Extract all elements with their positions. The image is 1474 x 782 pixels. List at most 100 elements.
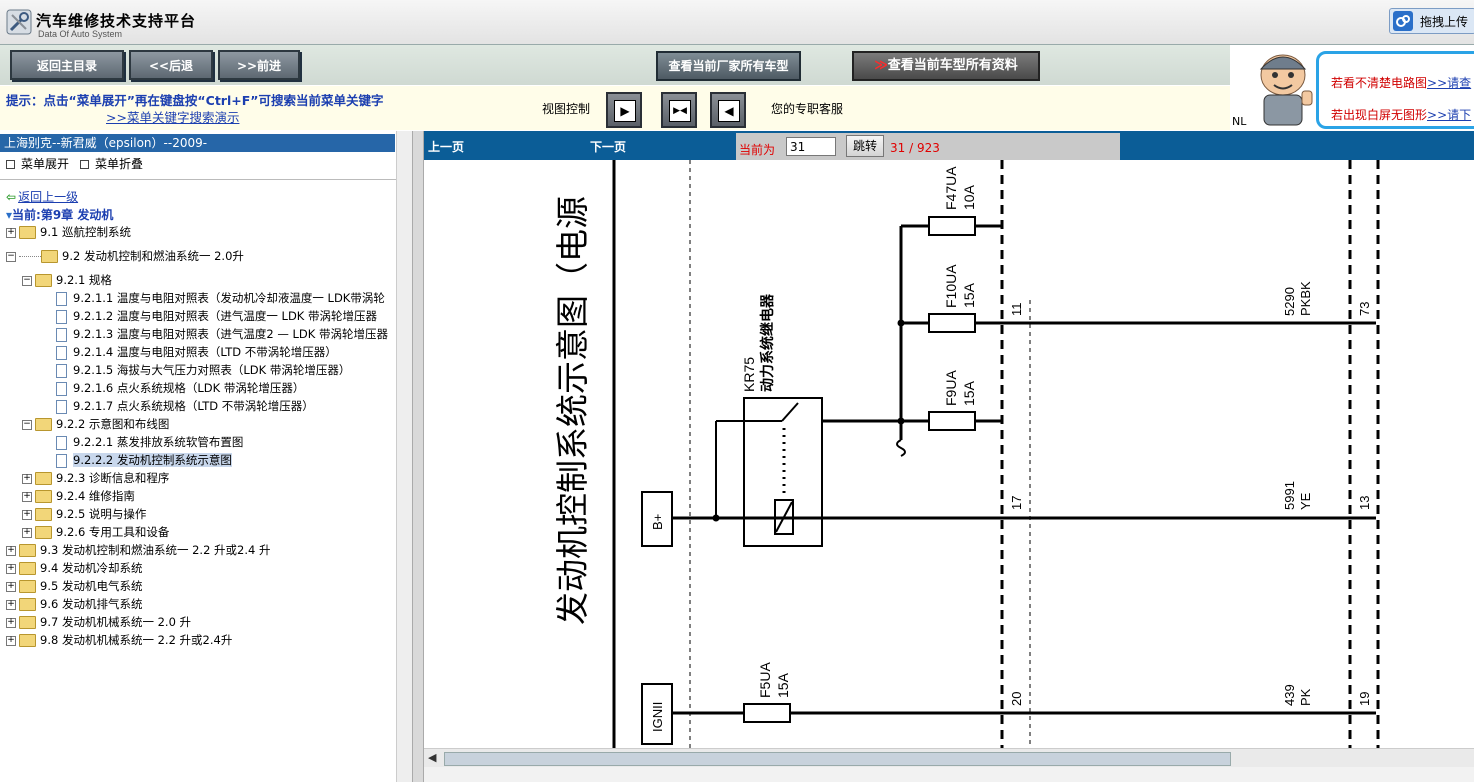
wiring-diagram: 发动机控制系统示意图（电源 F47UA 10A F10UA 15A 11 529… xyxy=(424,160,1474,748)
tree-item-label: 9.1 巡航控制系统 xyxy=(40,225,131,239)
diagram-horizontal-scrollbar[interactable]: ◀ xyxy=(424,748,1474,767)
tree-item[interactable]: 9.2.1.4 温度与电阻对照表（LTD 不带涡轮增压器） xyxy=(56,343,337,361)
fuse-f10ua-label: F10UA xyxy=(943,264,959,308)
tree-item[interactable]: 9.2.1.7 点火系统规格（LTD 不带涡轮增压器） xyxy=(56,397,314,415)
app-header: 汽车维修技术支持平台 Data Of Auto System 拖拽上传 xyxy=(0,0,1474,45)
tree-item-label: 9.2.1.6 点火系统规格（LDK 带涡轮增压器） xyxy=(73,381,305,395)
view-expand-right-button[interactable]: ▶ xyxy=(606,92,642,128)
tree-item[interactable]: +9.2.3 诊断信息和程序 xyxy=(22,469,169,487)
tree-item[interactable]: +9.3 发动机控制和燃油系统一 2.2 升或2.4 升 xyxy=(6,541,271,559)
prev-page-button[interactable]: 上一页 xyxy=(428,140,465,154)
vehicle-model-bar: 上海别克--新君威（epsilon）--2009- xyxy=(0,134,395,152)
tree-item-label: 9.2 发动机控制和燃油系统一 2.0升 xyxy=(62,249,244,263)
tree-item[interactable]: 9.2.1.3 温度与电阻对照表（进气温度2 — LDK 带涡轮增压器 xyxy=(56,325,388,343)
collapse-minus-icon: − xyxy=(22,418,32,430)
folder-open-icon xyxy=(35,274,52,287)
expand-plus-icon: + xyxy=(22,472,32,484)
unclear-diagram-link[interactable]: >>请查 xyxy=(1427,76,1472,90)
collapse-box-icon xyxy=(80,160,89,169)
fuse-f10ua-amp: 15A xyxy=(961,282,977,308)
wire-5991-color: YE xyxy=(1298,492,1313,510)
tree-item[interactable]: −9.2.1 规格 xyxy=(22,271,112,289)
tree-item[interactable]: − 9.2 发动机控制和燃油系统一 2.0升 xyxy=(6,247,244,265)
menu-scrollbar[interactable] xyxy=(396,131,413,782)
tree-item-label: 9.2.3 诊断信息和程序 xyxy=(56,471,170,485)
ign-label: IGNII xyxy=(650,702,665,732)
expand-plus-icon: + xyxy=(6,598,16,610)
relay-kr75-desc: 动力系统继电器 xyxy=(759,293,776,392)
tree-item[interactable]: +9.2.4 维修指南 xyxy=(22,487,135,505)
next-page-button[interactable]: 下一页 xyxy=(590,140,627,154)
fuse-f9ua xyxy=(928,411,976,431)
tree-item[interactable]: +9.2.5 说明与操作 xyxy=(22,505,146,523)
tree-item[interactable]: 9.2.1.6 点火系统规格（LDK 带涡轮增压器） xyxy=(56,379,304,397)
tree-item-label: 9.3 发动机控制和燃油系统一 2.2 升或2.4 升 xyxy=(40,543,271,557)
home-button[interactable]: 返回主目录 xyxy=(10,50,124,80)
tree-item[interactable]: 9.2.2.1 蒸发排放系统软管布置图 xyxy=(56,433,243,451)
blank-screen-link[interactable]: >>请下 xyxy=(1427,108,1472,122)
tree-item[interactable]: +9.2.6 专用工具和设备 xyxy=(22,523,169,541)
tree-item[interactable]: +9.4 发动机冷却系统 xyxy=(6,559,142,577)
tree-item-label: 9.2.5 说明与操作 xyxy=(56,507,147,521)
panel-splitter[interactable] xyxy=(412,131,424,782)
tree-item-label: 9.7 发动机机械系统一 2.0 升 xyxy=(40,615,192,629)
document-icon xyxy=(56,399,67,414)
tree-item-label: 9.2.1 规格 xyxy=(56,273,112,287)
arrow-right-icon: ▶ xyxy=(614,100,636,122)
document-icon xyxy=(56,453,67,468)
document-icon xyxy=(56,435,67,450)
tree-item[interactable]: +9.7 发动机机械系统一 2.0 升 xyxy=(6,613,191,631)
relay-switch xyxy=(781,402,799,422)
scroll-left-icon[interactable]: ◀ xyxy=(428,751,437,764)
tree-item[interactable]: +9.6 发动机排气系统 xyxy=(6,595,142,613)
tree-item-label: 9.2.4 维修指南 xyxy=(56,489,135,503)
tree-item[interactable]: +9.8 发动机机械系统一 2.2 升或2.4升 xyxy=(6,631,232,649)
view-expand-left-button[interactable]: ◀ xyxy=(710,92,746,128)
all-docs-button[interactable]: ≫查看当前车型所有资料 xyxy=(852,51,1040,81)
arrows-inward-icon: ▶◀ xyxy=(669,100,691,122)
folder-icon xyxy=(19,226,36,239)
menu-panel: 上海别克--新君威（epsilon）--2009- 菜单展开 菜单折叠 ⇦返回上… xyxy=(0,131,413,782)
menu-collapse-button[interactable]: 菜单折叠 xyxy=(80,155,143,172)
location-pin-icon: ▾ xyxy=(6,208,13,222)
drag-search-button[interactable]: 拖拽上传 xyxy=(1389,8,1474,34)
tree-item[interactable]: 9.2.1.1 温度与电阻对照表（发动机冷却液温度一 LDK带涡轮 xyxy=(56,289,385,307)
folder-icon xyxy=(19,562,36,575)
tree-item[interactable]: 9.2.1.2 温度与电阻对照表（进气温度一 LDK 带涡轮增压器 xyxy=(56,307,377,325)
fuse-f9ua-amp: 15A xyxy=(961,380,977,406)
tree-item-label: 9.6 发动机排气系统 xyxy=(40,597,143,611)
collapse-minus-icon: − xyxy=(6,250,16,262)
wire-5290-number: 5290 xyxy=(1282,287,1297,316)
document-icon xyxy=(56,327,67,342)
jump-button[interactable]: 跳转 xyxy=(846,135,884,157)
scrollbar-thumb[interactable] xyxy=(444,752,1231,766)
current-chapter-label: 当前:第9章 发动机 xyxy=(12,208,114,222)
all-models-button[interactable]: 查看当前厂家所有车型 xyxy=(656,51,801,81)
tree-item[interactable]: −9.2.2 示意图和布线图 xyxy=(22,415,169,433)
menu-expand-button[interactable]: 菜单展开 xyxy=(6,155,69,172)
search-hint: 提示：点击“菜单展开”再在键盘按“Ctrl+F”可搜索当前菜单关键字 xyxy=(6,93,384,108)
wire-5290-color: PKBK xyxy=(1298,281,1313,316)
pin-20: 20 xyxy=(1009,692,1024,706)
search-demo-link[interactable]: >>菜单关键字搜索演示 xyxy=(106,110,240,125)
customer-service-label: 您的专职客服 xyxy=(771,102,844,116)
mechanic-mascot-icon xyxy=(1248,47,1318,127)
view-split-button[interactable]: ▶◀ xyxy=(661,92,697,128)
wrench-logo-icon xyxy=(6,9,32,35)
back-button[interactable]: <<后退 xyxy=(129,50,213,80)
back-up-link[interactable]: ⇦返回上一级 xyxy=(6,188,78,205)
page-number-input[interactable] xyxy=(786,137,836,156)
pin-19: 19 xyxy=(1357,692,1372,706)
tree-item[interactable]: +9.1 巡航控制系统 xyxy=(6,223,131,241)
fuse-f9ua-label: F9UA xyxy=(943,370,959,406)
app-subtitle: Data Of Auto System xyxy=(38,29,123,39)
pin-11: 11 xyxy=(1009,303,1024,317)
forward-button[interactable]: >>前进 xyxy=(218,50,300,80)
tree-item[interactable]: +9.5 发动机电气系统 xyxy=(6,577,142,595)
bplus-terminal xyxy=(641,491,673,547)
tree-item-selected[interactable]: 9.2.2.2 发动机控制系统示意图 xyxy=(56,451,232,469)
all-docs-label: 查看当前车型所有资料 xyxy=(887,58,1018,73)
document-icon xyxy=(56,345,67,360)
expand-box-icon xyxy=(6,160,15,169)
tree-item[interactable]: 9.2.1.5 海拔与大气压力对照表（LDK 带涡轮增压器） xyxy=(56,361,350,379)
